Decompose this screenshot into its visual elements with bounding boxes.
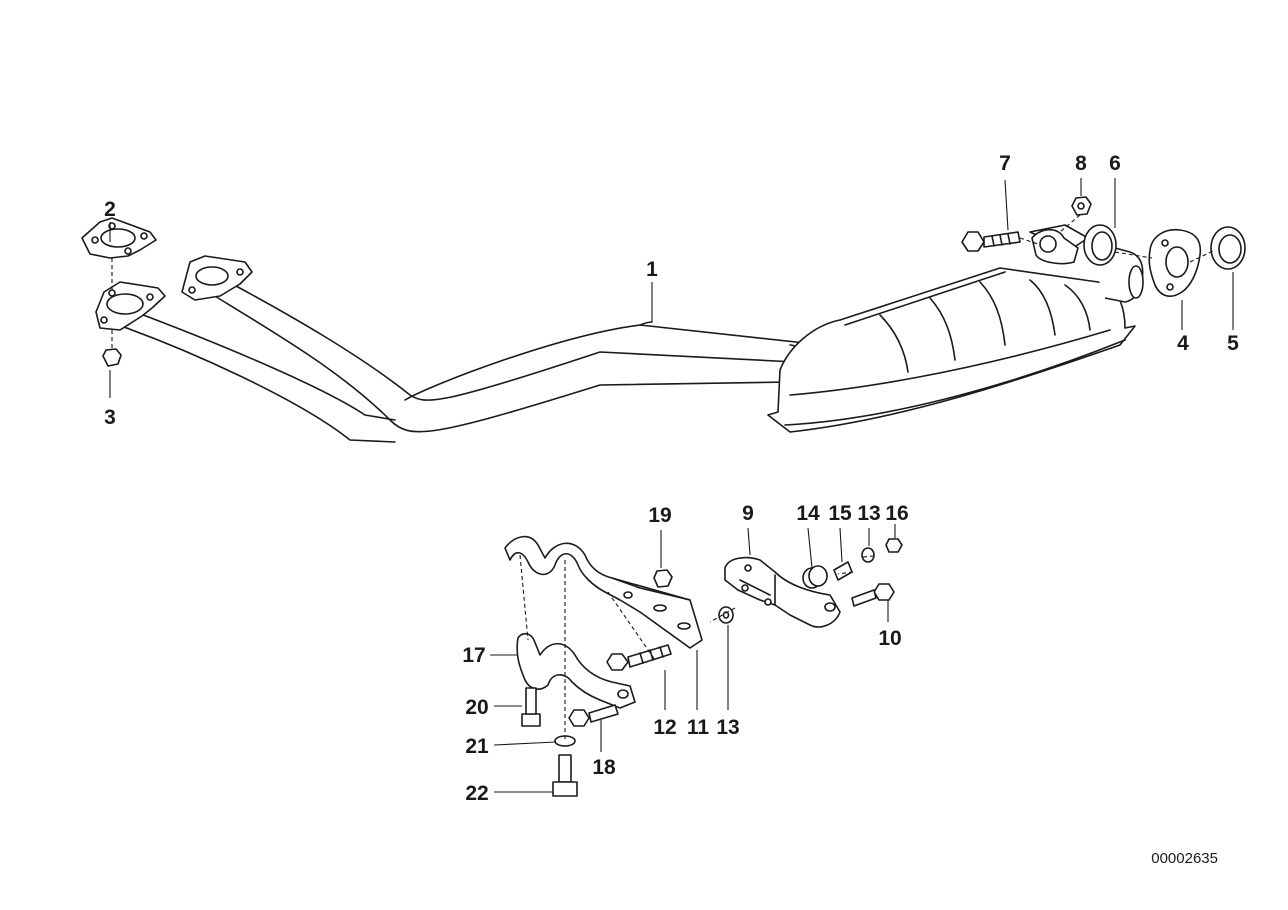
callout-18: 18 [592,756,616,779]
callout-13: 13 [857,502,880,525]
leader-lines [109,178,1234,793]
callout-19: 19 [648,504,671,527]
callout-14: 14 [796,502,820,525]
diagram-reference-number: 00002635 [1151,850,1218,867]
callout-15: 15 [828,502,852,525]
callout-13: 13 [716,716,739,739]
callout-20: 20 [465,696,488,719]
callout-9: 9 [742,502,754,525]
rear-connection-parts [961,196,1246,297]
callout-10: 10 [878,627,901,650]
mounting-hardware [504,535,903,797]
front-pipe-assembly [109,224,1144,443]
callout-22: 22 [465,782,488,805]
callout-12: 12 [653,716,676,739]
callout-11: 11 [687,716,710,739]
callout-6: 6 [1109,152,1121,175]
callout-16: 16 [885,502,908,525]
callout-21: 21 [465,735,489,758]
callout-2: 2 [104,198,116,221]
manifold-flanges [81,217,253,367]
callout-4: 4 [1177,332,1189,355]
callout-3: 3 [104,406,116,429]
callout-5: 5 [1227,332,1239,355]
callout-labels: 1 2 3 4 5 6 7 8 9 10 11 12 13 13 14 15 1… [104,152,1239,805]
callout-7: 7 [999,152,1011,175]
callout-17: 17 [462,644,485,667]
callout-8: 8 [1075,152,1087,175]
callout-1: 1 [646,258,658,281]
